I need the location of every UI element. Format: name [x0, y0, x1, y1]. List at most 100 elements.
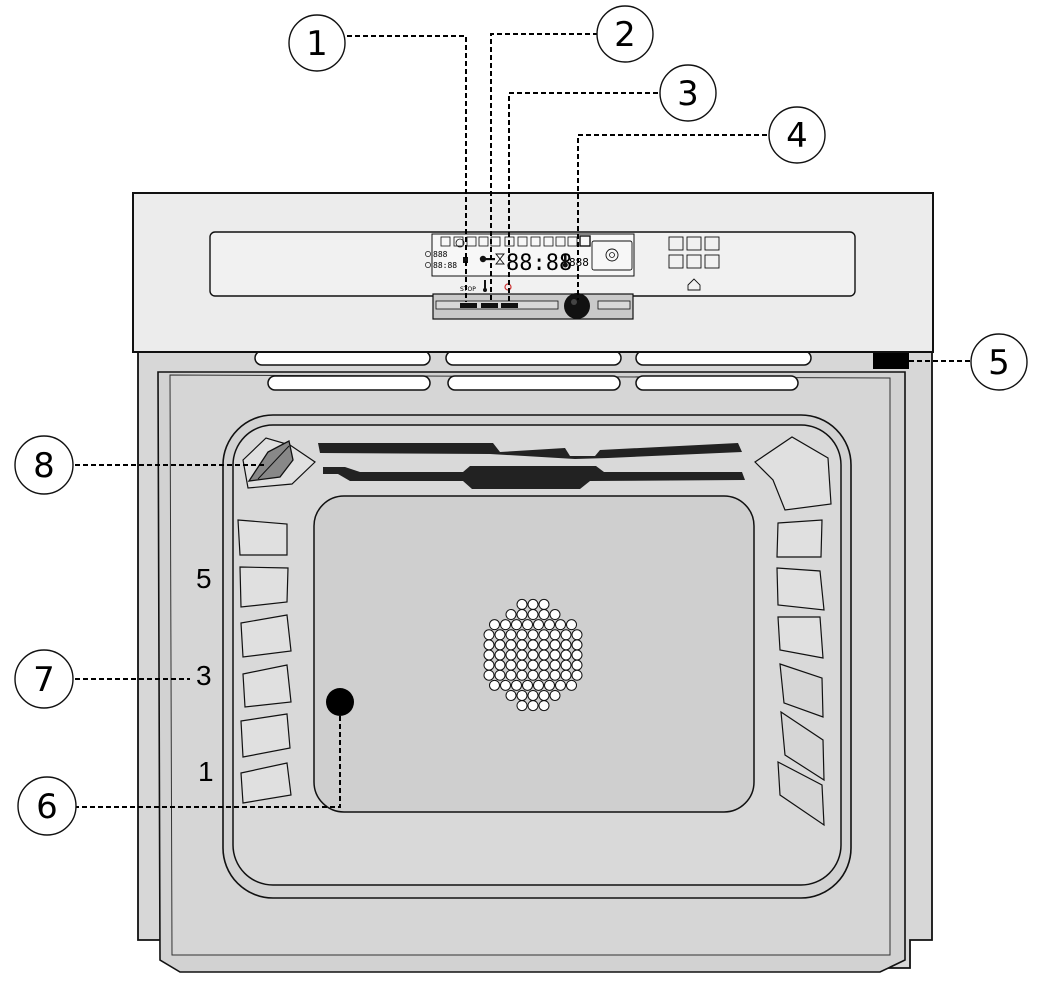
- grille-hole: [494, 629, 506, 641]
- callout-3: 3: [659, 64, 717, 122]
- fan-grille: [483, 598, 583, 712]
- oven-light: [247, 440, 294, 482]
- grille-hole: [483, 669, 495, 681]
- grille-hole: [483, 649, 495, 661]
- callout-4: 4: [768, 106, 826, 164]
- time-display: 88:88: [506, 251, 572, 276]
- knob-icon[interactable]: [564, 293, 590, 319]
- grille-hole: [571, 649, 583, 661]
- grille-hole: [522, 619, 533, 631]
- grille-hole: [527, 598, 539, 610]
- vent-slots: [254, 350, 812, 391]
- grille-hole: [560, 659, 572, 671]
- shelf-level-1: 1: [198, 756, 214, 787]
- grille-hole: [516, 639, 528, 651]
- bell-icon: [425, 262, 431, 268]
- shelf-runners-right: [754, 436, 832, 827]
- callout-7: 7: [14, 649, 74, 709]
- temp-touch-key[interactable]: [481, 303, 498, 308]
- touch-control-bar[interactable]: [432, 293, 634, 320]
- stop-touch-key[interactable]: [460, 303, 477, 308]
- callout-1: 1: [288, 14, 346, 72]
- clock-icon: [425, 251, 431, 257]
- lcd-display: 88:88 888 888 88:88: [425, 233, 635, 277]
- grille-hole: [489, 619, 500, 631]
- grille-hole: [538, 649, 550, 661]
- callout-8: 8: [14, 435, 74, 495]
- grille-hole: [549, 659, 561, 671]
- grille-hole: [516, 689, 528, 701]
- shelf-level-5: 5: [196, 563, 212, 594]
- grille-hole: [483, 629, 495, 641]
- grille-hole: [549, 629, 561, 641]
- grille-hole: [527, 669, 539, 681]
- svg-text:2: 2: [614, 15, 636, 55]
- grille-hole: [516, 669, 528, 681]
- callout-5: 5: [970, 333, 1028, 391]
- grille-hole: [538, 609, 550, 621]
- grille-hole: [500, 679, 511, 691]
- grille-hole: [544, 679, 555, 691]
- svg-text:7: 7: [33, 660, 55, 700]
- callout-2: 2: [596, 5, 654, 63]
- knob-highlight: [571, 299, 577, 305]
- grille-hole: [571, 659, 583, 671]
- grille-hole: [544, 619, 555, 631]
- grille-hole: [549, 609, 561, 621]
- grille-hole: [549, 639, 561, 651]
- grille-hole: [533, 679, 544, 691]
- mini-display-top: 888: [433, 250, 448, 259]
- grille-hole: [560, 639, 572, 651]
- fan-icon: [455, 238, 465, 248]
- svg-text:1: 1: [306, 24, 328, 64]
- svg-text:6: 6: [36, 787, 58, 827]
- grille-hole: [571, 639, 583, 651]
- callout-6: 6: [17, 776, 77, 836]
- grille-hole: [505, 649, 517, 661]
- grille-hole: [538, 669, 550, 681]
- svg-text:3: 3: [677, 74, 699, 114]
- temp-sensor-icon: [483, 280, 487, 292]
- grille-hole: [505, 659, 517, 671]
- grille-hole: [549, 649, 561, 661]
- stop-label: STOP: [460, 286, 476, 293]
- oven-cavity: [222, 414, 852, 899]
- svg-text:4: 4: [786, 116, 808, 156]
- hourglass-icon: [495, 253, 505, 265]
- grille-hole: [511, 679, 522, 691]
- grille-hole: [483, 659, 495, 671]
- grille-hole: [560, 649, 572, 661]
- grille-hole: [516, 629, 528, 641]
- grille-hole: [538, 639, 550, 651]
- grille-hole: [527, 639, 539, 651]
- grille-hole: [489, 679, 500, 691]
- grille-hole: [571, 629, 583, 641]
- grille-hole: [527, 649, 539, 661]
- probe-socket: [326, 688, 354, 716]
- grille-hole: [549, 669, 561, 681]
- grille-hole: [505, 669, 517, 681]
- grille-hole: [538, 689, 550, 701]
- grille-hole: [494, 669, 506, 681]
- grille-hole: [527, 609, 539, 621]
- timer-touch-key[interactable]: [501, 303, 518, 308]
- shelf-runners-left: [237, 437, 316, 804]
- grille-hole: [566, 679, 577, 691]
- grille-hole: [516, 649, 528, 661]
- grille-hole: [516, 609, 528, 621]
- grille-hole: [560, 629, 572, 641]
- grille-hole: [560, 669, 572, 681]
- grille-hole: [516, 659, 528, 671]
- grille-hole: [516, 598, 528, 610]
- grille-hole: [483, 639, 495, 651]
- grille-hole: [527, 689, 539, 701]
- grille-hole: [516, 700, 528, 712]
- grille-hole: [505, 609, 517, 621]
- rating-plate: [873, 353, 909, 369]
- leader-lines: [75, 33, 971, 808]
- grille-hole: [538, 659, 550, 671]
- grille-hole: [533, 619, 544, 631]
- grille-hole: [522, 679, 533, 691]
- shelf-level-3: 3: [196, 660, 212, 691]
